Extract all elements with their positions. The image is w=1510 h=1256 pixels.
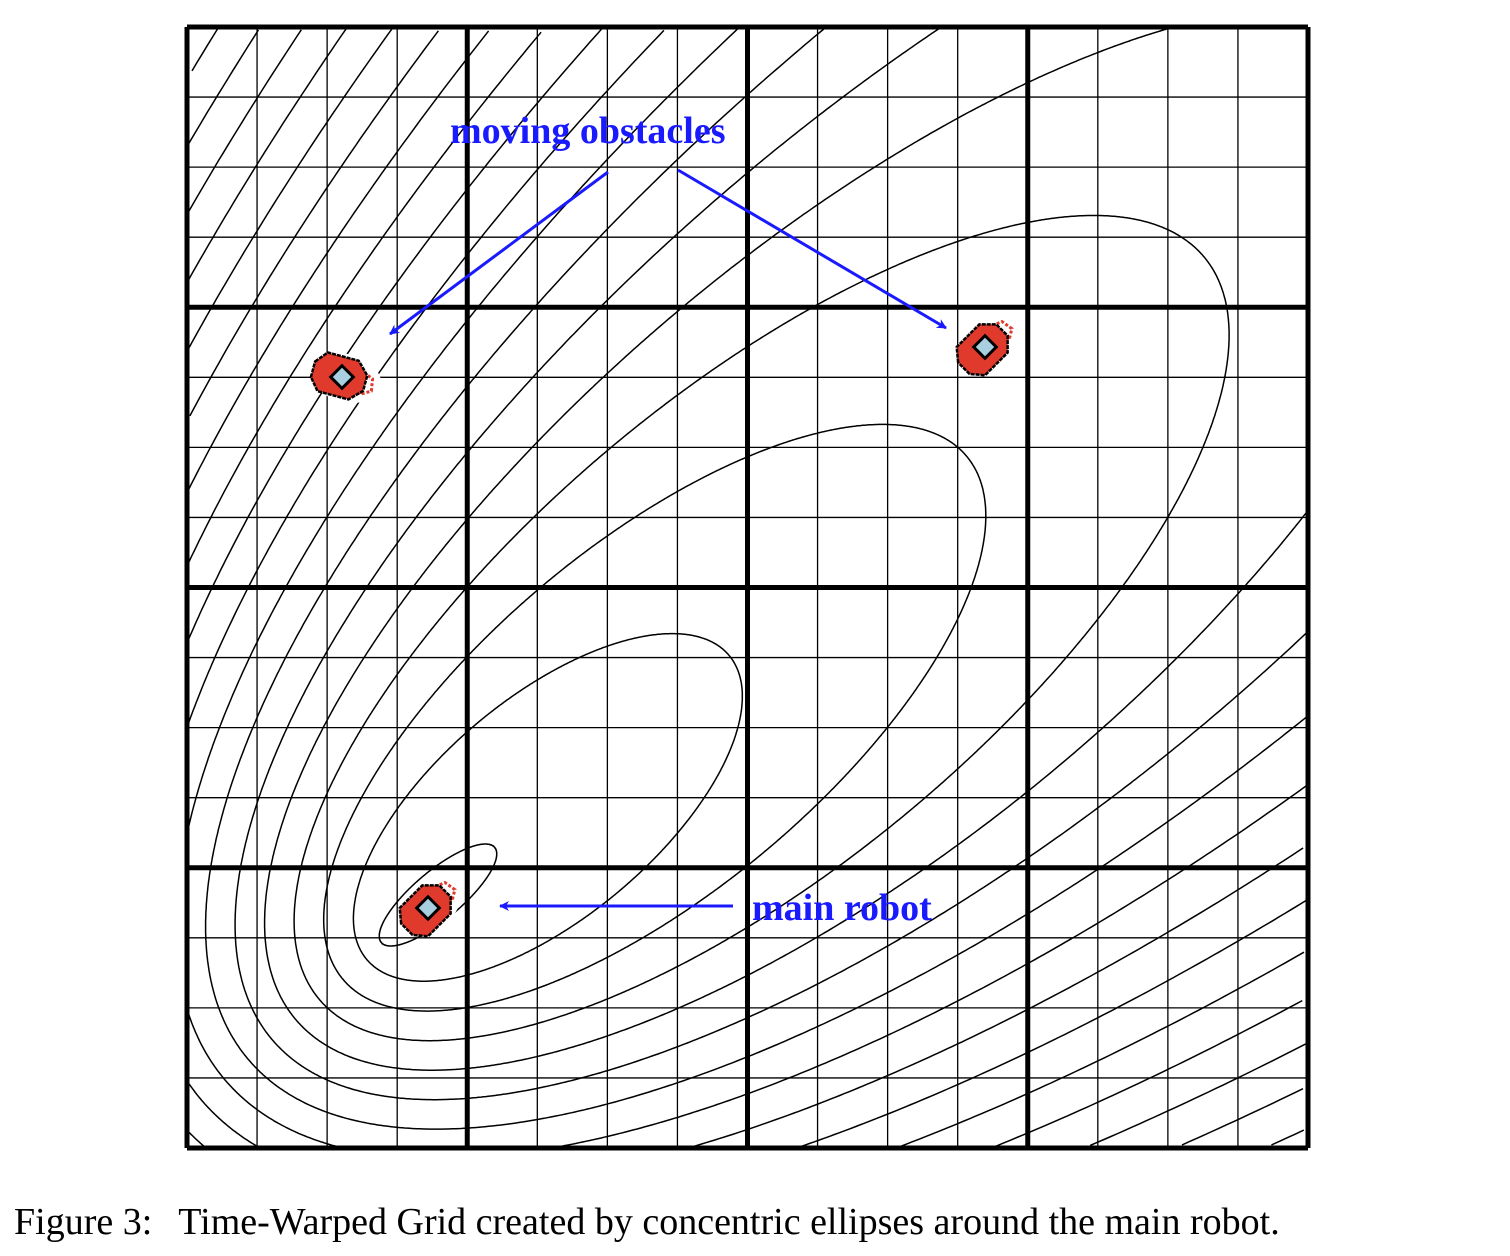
ellipse [189,30,1309,1147]
ellipse [293,214,1230,1042]
obstacle-robot-right [955,313,1019,377]
robot-core-diamond [971,333,999,361]
concentric-ellipses [186,26,1309,1149]
arrow-to-obstacle-left [389,170,609,336]
ellipse [204,28,1308,1130]
moving-obstacles-label: moving obstacles [450,110,726,152]
obstacle-robot-left [309,351,382,404]
robot-core-diamond [328,363,356,391]
ellipse [188,30,1303,1149]
ellipse [186,28,1309,1149]
time-warped-grid-diagram: moving obstacles main robot [184,24,1311,1151]
ellipse [187,29,302,214]
ellipse [263,26,1309,1071]
main-robot-label: main robot [752,887,932,929]
ellipse [191,27,219,72]
ellipse [322,423,987,1012]
ellipse [188,29,260,144]
main-robot [398,874,462,938]
ellipse [187,28,1304,1146]
ellipse [378,843,498,947]
caption-text: Time-Warped Grid created by concentric e… [178,1201,1280,1243]
figure-caption: Figure 3: Time-Warped Grid created by con… [14,1200,1280,1244]
robot-core-diamond [414,894,442,922]
ellipse [234,28,1308,1101]
ellipse [186,27,1309,1148]
ellipse [352,632,744,982]
ellipse [187,28,1305,1146]
arrow-to-obstacle-right [677,168,947,330]
major-grid-lines [184,24,1311,1151]
obstacle-arrows [389,168,947,911]
figure-number: Figure 3: [14,1201,153,1243]
